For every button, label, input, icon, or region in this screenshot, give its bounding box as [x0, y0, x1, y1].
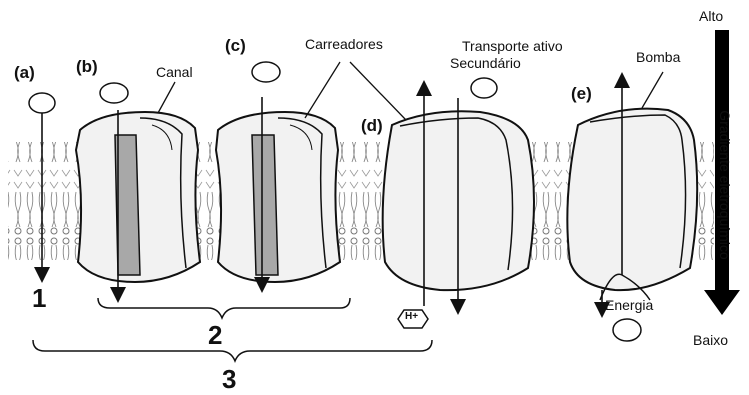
leader-carreadores-2 — [350, 62, 406, 120]
label-bomba: Bomba — [636, 49, 680, 65]
pump-protein — [567, 109, 697, 300]
leader-carreadores-1 — [305, 62, 340, 118]
leader-bomba — [642, 72, 663, 108]
label-transporte-ativo: Transporte ativo — [462, 38, 563, 54]
solute-a — [29, 93, 55, 113]
label-h-plus: H+ — [405, 311, 418, 322]
label-secundario: Secundário — [450, 55, 521, 71]
label-gradiente-text: Gradiente eletroquímico — [717, 110, 733, 259]
label-carreadores: Carreadores — [305, 36, 383, 52]
label-number-2: 2 — [208, 320, 222, 351]
label-e: (e) — [571, 84, 592, 104]
solute-c — [252, 62, 280, 82]
label-canal: Canal — [156, 64, 193, 80]
bracket-2 — [98, 298, 350, 318]
label-b: (b) — [76, 57, 98, 77]
label-baixo: Baixo — [693, 332, 728, 348]
label-number-3: 3 — [222, 364, 236, 395]
label-number-1: 1 — [32, 283, 46, 314]
label-alto: Alto — [699, 8, 723, 24]
label-energia: Energia — [605, 297, 653, 313]
label-gradiente: Gradiente eletroquímico — [715, 70, 735, 300]
leader-canal — [158, 82, 175, 113]
solute-b — [100, 83, 128, 103]
label-a: (a) — [14, 63, 35, 83]
label-d: (d) — [361, 116, 383, 136]
label-c: (c) — [225, 36, 246, 56]
channel-protein-2 — [216, 112, 340, 282]
solute-d — [471, 78, 497, 98]
channel-protein-1 — [76, 112, 200, 282]
bracket-3 — [33, 340, 432, 361]
solute-e — [613, 319, 641, 341]
